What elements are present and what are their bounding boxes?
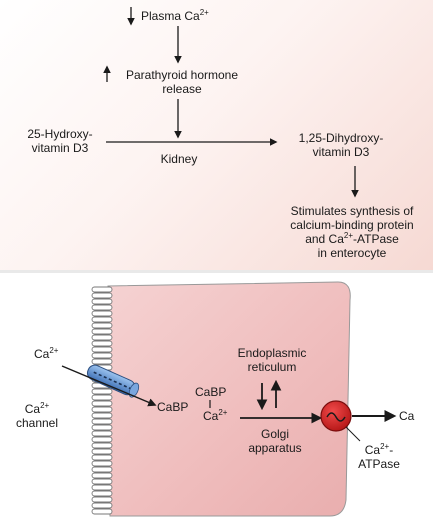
endoplasmic-reticulum-label: Endoplasmic reticulum [237,346,307,374]
microvillus [91,352,113,359]
microvillus [91,430,113,437]
microvillus [91,412,113,419]
plasma-calcium-label: Plasma Ca2+ [141,8,209,24]
calcium-channel-icon [86,364,140,398]
cabp-label: CaBP [157,400,189,414]
microvillus [91,472,113,479]
kidney-label: Kidney [160,152,198,166]
cabp-complex-label: CaBP [195,385,227,399]
microvillus [91,310,113,317]
microvillus [91,496,113,503]
microvillus [91,340,113,347]
calcium-channel-label: Ca2+ channel [15,401,59,431]
microvillus [91,460,113,467]
effect-label: Stimulates synthesis of calcium-binding … [290,204,414,260]
calcium-out-label: Ca [399,409,415,423]
microvillus [91,358,113,365]
microvillus [91,478,113,485]
microvillus [91,394,113,401]
microvillus [91,436,113,443]
microvillus [91,334,113,341]
calcium-in-label: Ca2+ [34,346,59,362]
microvillus [91,508,113,515]
atpase-pointer [345,426,361,442]
microvillus [91,316,113,323]
microvillus [91,298,113,305]
dihydroxyvitamin-label: 1,25-Dihydroxy- vitamin D3 [298,131,384,159]
regulation-panel [0,0,433,270]
free-calcium-label: Ca2+ [203,408,228,424]
microvillus [91,424,113,431]
microvillus [91,346,113,353]
microvillus [91,454,113,461]
microvillus [91,328,113,335]
atpase-label: Ca2+- ATPase [358,442,400,472]
pth-release-label: Parathyroid hormone release [125,68,239,96]
microvillus [91,502,113,509]
microvillus [91,292,113,299]
microvillus [91,448,113,455]
microvillus [91,286,113,293]
microvillus [91,388,113,395]
enterocyte-cell [107,281,351,517]
panel-divider [0,270,433,273]
microvillus [91,400,113,407]
microvillus [91,490,113,497]
microvillus [91,406,113,413]
microvillus [91,442,113,449]
microvillus [91,304,113,311]
microvillus [91,322,113,329]
golgi-apparatus-label: Golgi apparatus [248,427,302,455]
hydroxyvitamin-label: 25-Hydroxy- vitamin D3 [27,127,93,155]
calcium-entry-arrow [61,365,157,407]
microvillus [91,418,113,425]
microvillus [91,466,113,473]
microvillus [91,484,113,491]
